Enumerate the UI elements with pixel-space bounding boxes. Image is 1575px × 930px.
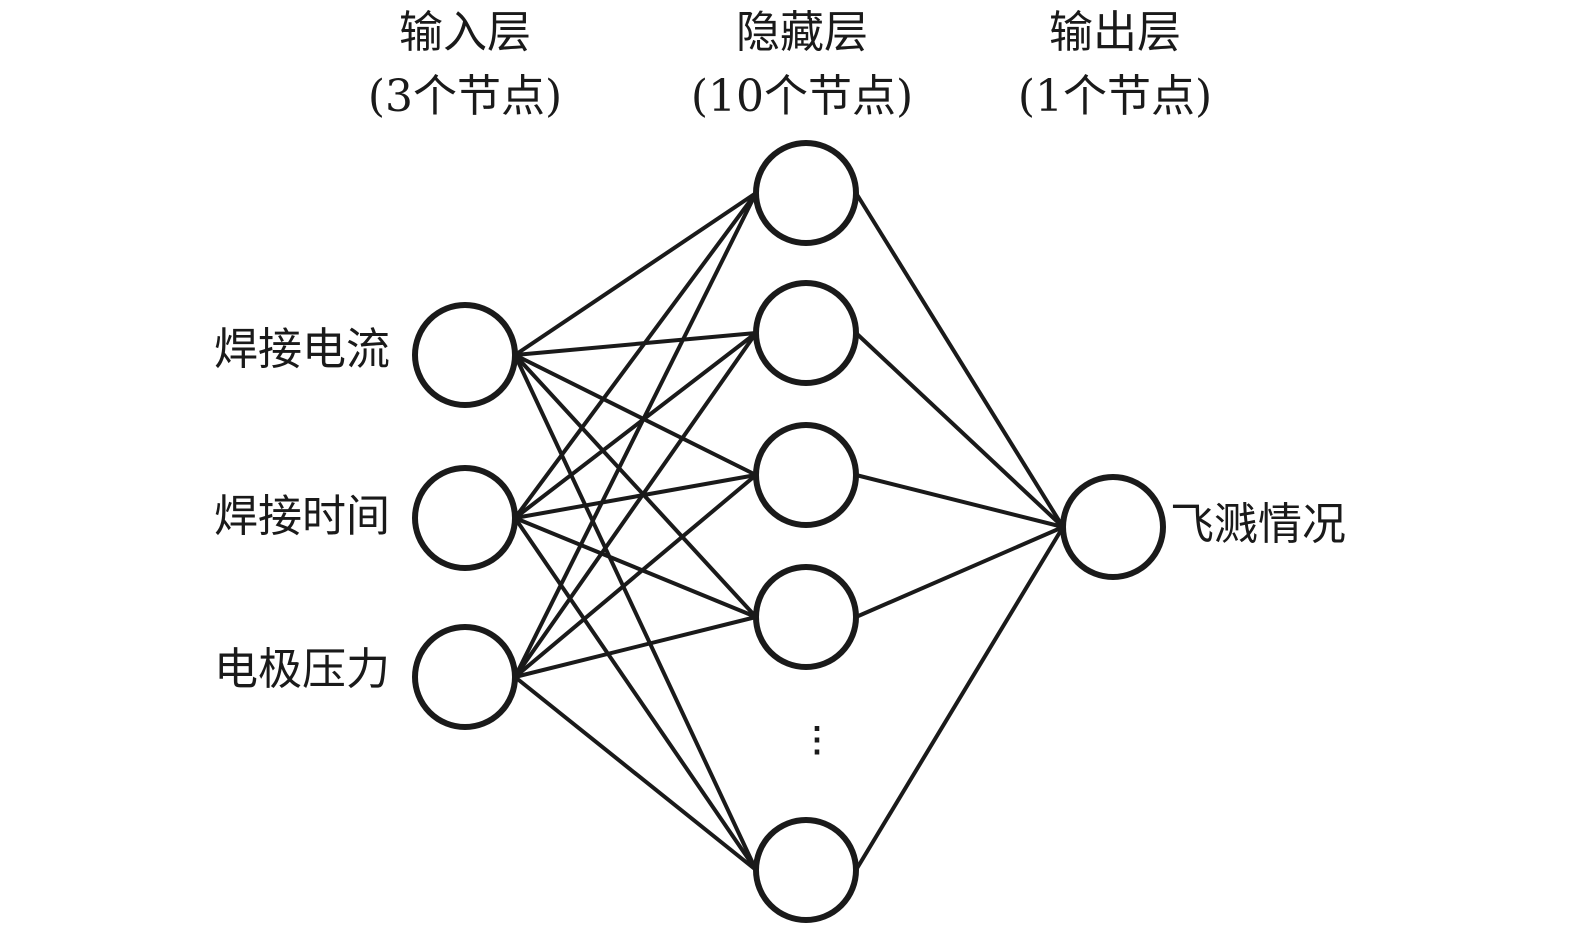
edge-input-hidden — [514, 331, 757, 357]
edge-input-hidden — [514, 615, 757, 679]
edge-input-hidden — [513, 191, 758, 357]
edge-hidden-output — [855, 525, 1064, 619]
edge-input-hidden — [514, 473, 757, 520]
edge-hidden-output — [854, 191, 1065, 529]
input-layer-count: (3个节点) — [367, 71, 563, 122]
hidden-node — [753, 422, 859, 528]
hidden-node — [753, 280, 859, 386]
output-layer-count: (1个节点) — [1017, 71, 1213, 122]
edge-hidden-output — [855, 473, 1064, 529]
edge-hidden-output — [854, 331, 1065, 529]
input-label-pressure: 电极压力 — [214, 644, 390, 695]
hidden-node — [753, 817, 859, 923]
edge-input-hidden — [513, 191, 758, 520]
edge-input-hidden — [514, 353, 757, 477]
edge-input-hidden — [514, 516, 757, 619]
hidden-node — [753, 140, 859, 246]
hidden-layer-count: (10个节点) — [690, 71, 914, 122]
hidden-ellipsis: ⋮ — [800, 720, 834, 760]
edge-hidden-output — [854, 525, 1065, 872]
edge-input-hidden — [513, 473, 758, 679]
edge-input-hidden — [513, 331, 758, 679]
hidden-layer-title: 隐藏层 — [736, 7, 868, 58]
edge-input-hidden — [513, 353, 758, 619]
edge-input-hidden — [513, 354, 758, 871]
output-layer-title: 输出层 — [1049, 7, 1181, 58]
input-node — [412, 302, 518, 408]
edge-input-hidden — [513, 516, 758, 872]
input-label-time: 焊接时间 — [214, 491, 390, 542]
output-node — [1060, 474, 1166, 580]
edge-input-hidden — [513, 675, 758, 872]
input-label-current: 焊接电流 — [214, 324, 390, 375]
output-label-spatter: 飞溅情况 — [1170, 499, 1346, 550]
input-layer-title: 输入层 — [399, 7, 531, 58]
hidden-node — [753, 564, 859, 670]
edge-input-hidden — [513, 192, 758, 678]
input-node — [412, 465, 518, 571]
input-node — [412, 624, 518, 730]
edge-input-hidden — [513, 331, 758, 520]
